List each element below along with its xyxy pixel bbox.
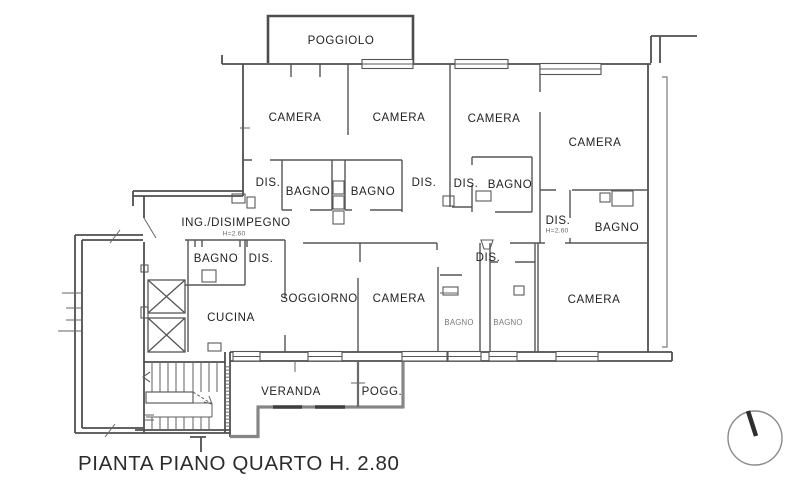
room-label: BAGNO xyxy=(444,317,474,327)
room-label: CAMERA xyxy=(372,112,426,124)
room-label: BAGNO xyxy=(285,186,331,198)
room-label: DIS. xyxy=(411,177,437,189)
room-label: BAGNO xyxy=(487,179,533,191)
room-label: DIS. xyxy=(453,178,479,190)
fixtures xyxy=(140,180,634,352)
room-label: CAMERA xyxy=(568,137,622,149)
room-label: CAMERA xyxy=(372,293,426,305)
room-label: BAGNO xyxy=(350,186,396,198)
staircase xyxy=(142,363,230,430)
terrace-edge xyxy=(662,76,668,348)
room-label: H=2.60 xyxy=(545,227,569,235)
interior-walls xyxy=(185,64,647,352)
balcony-outline xyxy=(266,14,415,63)
room-label: BAGNO xyxy=(193,253,239,265)
room-label: POGGIOLO xyxy=(307,35,375,47)
room-label: BAGNO xyxy=(594,222,640,234)
veranda-outline xyxy=(230,362,405,439)
compass-needle xyxy=(745,410,759,437)
room-label: ING./DISIMPEGNO xyxy=(181,217,291,229)
room-label: DIS. xyxy=(255,177,281,189)
room-label: DIS. xyxy=(248,253,274,265)
door-symbol xyxy=(480,239,494,250)
windows xyxy=(232,58,602,362)
room-label: POGG. xyxy=(361,386,403,398)
plan-title: PIANTA PIANO QUARTO H. 2.80 xyxy=(78,452,400,475)
room-label: CAMERA xyxy=(467,113,521,125)
elevator-shafts xyxy=(147,279,186,353)
stair-direction-arrow xyxy=(142,371,151,383)
room-label: CUCINA xyxy=(207,312,255,324)
room-label: DIS. xyxy=(475,252,501,264)
room-label: DIS. xyxy=(545,215,571,227)
north-indicator xyxy=(727,410,783,466)
room-label: SOGGIORNO xyxy=(280,293,358,305)
room-label: CAMERA xyxy=(567,294,621,306)
room-label: VERANDA xyxy=(261,386,321,398)
room-label: BAGNO xyxy=(493,317,523,327)
room-label: H=2.60 xyxy=(222,230,246,238)
exterior-walls xyxy=(74,35,697,452)
room-label: CAMERA xyxy=(268,112,322,124)
